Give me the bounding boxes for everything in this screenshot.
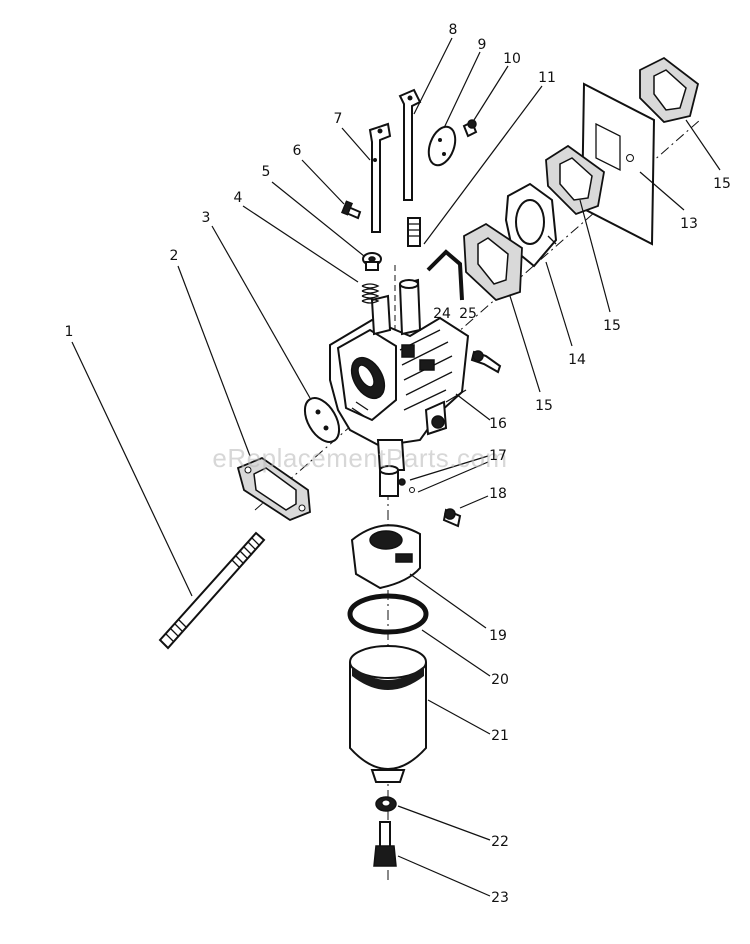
part-18-screw (442, 508, 462, 528)
callout-2: 2 (170, 248, 179, 264)
callout-7: 7 (334, 111, 343, 127)
callout-8: 8 (449, 22, 458, 38)
part-24-25-spring-clip (426, 249, 464, 301)
part-8-shaft (398, 88, 422, 201)
part-22-washer (375, 796, 397, 812)
callout-3: 3 (202, 210, 211, 226)
part-9-plate (427, 125, 457, 167)
callout-1: 1 (65, 324, 74, 340)
part-23-bolt (373, 821, 397, 867)
watermark-text: eReplacementParts.com (212, 443, 507, 473)
callout-15-lower: 15 (535, 398, 553, 414)
callout-13: 13 (680, 216, 698, 232)
part-15-gasket-top (639, 56, 700, 123)
carburetor-body (329, 278, 470, 471)
callout-21: 21 (491, 728, 509, 744)
callout-22: 22 (491, 834, 509, 850)
part-2-gasket (236, 456, 311, 522)
callout-6: 6 (293, 143, 302, 159)
part-1-stud (158, 531, 266, 650)
part-15-gasket-lower (463, 222, 523, 302)
callout-15-top: 15 (713, 176, 731, 192)
callout-24: 24 (433, 306, 451, 322)
callout-16: 16 (489, 416, 507, 432)
callout-14: 14 (568, 352, 586, 368)
part-15-gasket-middle (545, 144, 605, 216)
callout-5: 5 (262, 164, 271, 180)
part-20-o-ring (347, 593, 429, 635)
callout-20: 20 (491, 672, 509, 688)
callout-17: 17 (489, 448, 507, 464)
callout-25: 25 (459, 306, 477, 322)
callout-18: 18 (489, 486, 507, 502)
callout-23: 23 (491, 890, 509, 906)
part-3-plate (303, 397, 341, 443)
callout-4: 4 (234, 190, 243, 206)
part-7-shaft (368, 122, 392, 233)
callout-9: 9 (478, 37, 487, 53)
part-19-float (350, 524, 421, 590)
part-21-bowl (349, 645, 427, 783)
part-16-pin (445, 389, 467, 403)
callout-19: 19 (489, 628, 507, 644)
callout-15-middle: 15 (603, 318, 621, 334)
callout-labels: 1 2 3 4 5 6 7 8 9 10 11 13 14 15 15 15 1… (65, 22, 731, 906)
part-11-jet (407, 217, 421, 247)
part-screw-side (470, 350, 502, 374)
part-5-seal (362, 252, 382, 271)
callout-10: 10 (503, 51, 521, 67)
part-6-screw (340, 200, 362, 220)
part-4-spring (361, 283, 380, 304)
leader-lines (71, 37, 721, 897)
part-10-screw (462, 119, 478, 138)
part-17-fitting (379, 465, 415, 497)
callout-11: 11 (538, 70, 556, 86)
